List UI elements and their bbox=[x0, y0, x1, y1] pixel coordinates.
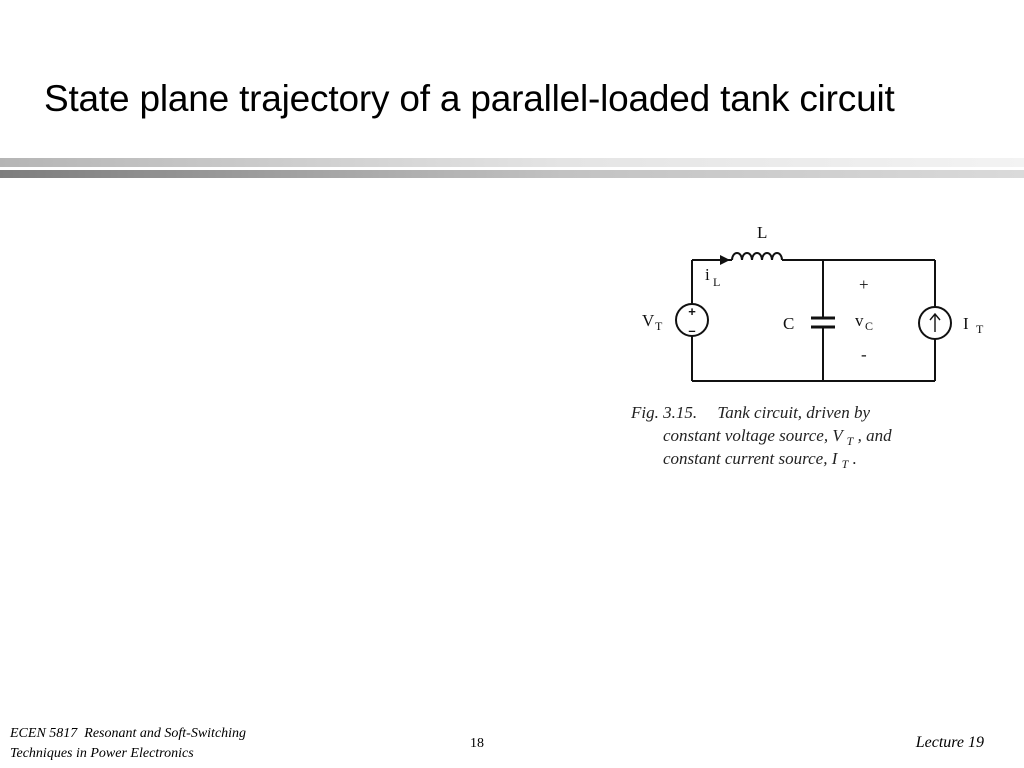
inductor-label: L bbox=[757, 223, 767, 242]
vsource-plus: + bbox=[688, 304, 696, 319]
tank-circuit-diagram: + – L i L V T C + v C - I T Fig. 3.15. T… bbox=[630, 223, 984, 472]
isource-subscript: T bbox=[976, 322, 984, 336]
tank-circuit-figure: + – L i L V T C + v C - I T Fig. 3.15. T… bbox=[620, 215, 1000, 475]
current-subscript: L bbox=[713, 275, 720, 289]
vc-subscript: C bbox=[865, 319, 873, 333]
title-divider-dark bbox=[0, 170, 1024, 178]
capacitor-label: C bbox=[783, 314, 794, 333]
caption-line-1: Fig. 3.15. Tank circuit, driven by bbox=[630, 403, 870, 422]
caption-line2-sub: T bbox=[847, 434, 855, 448]
footer-course-line-1: ECEN 5817 Resonant and Soft-Switching bbox=[10, 726, 247, 741]
current-label: i bbox=[705, 265, 710, 284]
caption-line2-text: constant voltage source, V bbox=[663, 426, 845, 445]
vsource-minus: – bbox=[688, 323, 695, 338]
vc-plus: + bbox=[859, 275, 869, 294]
caption-line-2: constant voltage source, V T , and bbox=[663, 426, 892, 449]
vc-label: v bbox=[855, 311, 864, 330]
caption-line-3: constant current source, I T . bbox=[663, 449, 857, 472]
footer-lecture: Lecture 19 bbox=[915, 734, 984, 751]
vsource-label: V bbox=[642, 311, 655, 330]
page-number: 18 bbox=[470, 736, 484, 751]
caption-line3-end: . bbox=[853, 449, 857, 468]
current-arrow-icon bbox=[720, 255, 730, 265]
current-source-arrow-icon bbox=[929, 312, 941, 332]
footer-course-line-2: Techniques in Power Electronics bbox=[10, 746, 194, 761]
isource-label: I bbox=[963, 314, 969, 333]
inductor-coil bbox=[731, 252, 783, 261]
caption-line2-end: , and bbox=[858, 426, 893, 445]
caption-prefix: Fig. 3.15. bbox=[630, 403, 697, 422]
vc-minus: - bbox=[861, 345, 867, 364]
slide-title: State plane trajectory of a parallel-loa… bbox=[44, 78, 895, 119]
vsource-subscript: T bbox=[655, 319, 663, 333]
voltage-source-symbol bbox=[675, 303, 709, 337]
caption-line3-text: constant current source, I bbox=[663, 449, 839, 468]
caption-line3-sub: T bbox=[842, 457, 850, 471]
caption-line1-text: Tank circuit, driven by bbox=[717, 403, 870, 422]
title-divider-light bbox=[0, 158, 1024, 167]
footer-course: ECEN 5817 Resonant and Soft-Switching Te… bbox=[10, 724, 330, 764]
